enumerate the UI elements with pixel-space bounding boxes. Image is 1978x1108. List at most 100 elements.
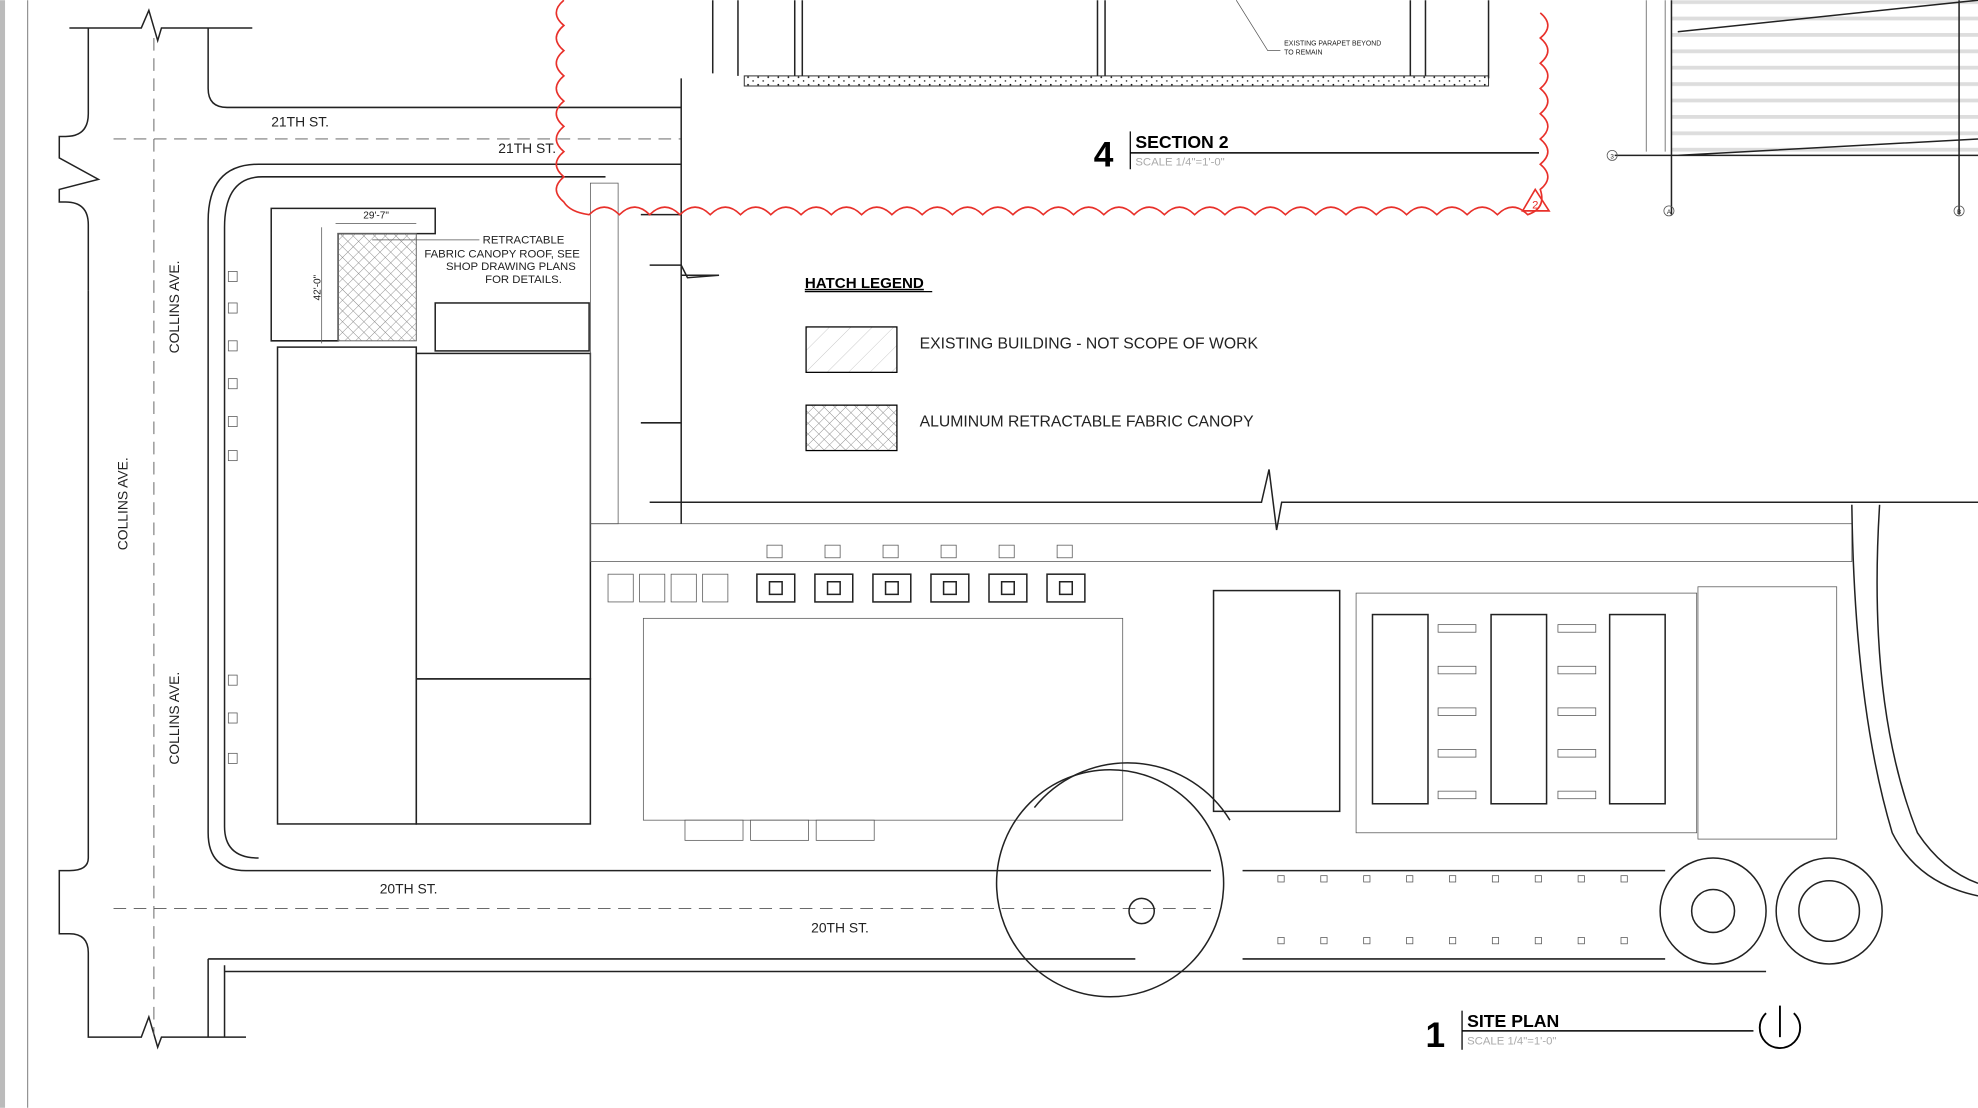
planter: [1490, 613, 1548, 805]
parapet-note: TO REMAIN: [1284, 49, 1322, 56]
bench: [1437, 665, 1477, 675]
bench: [684, 819, 744, 841]
bollard: [1577, 937, 1585, 945]
page-margin: [0, 0, 6, 1108]
booth: [607, 573, 634, 603]
elevation-drawing: 3 A B: [1606, 0, 1978, 217]
grid-bubble-3: 3: [1610, 154, 1614, 161]
site-plan-scale: SCALE 1/4"=1'-0": [1467, 1036, 1556, 1048]
bollard: [1577, 875, 1585, 883]
booth: [639, 573, 666, 603]
bench: [750, 819, 809, 841]
street-outlines: [58, 8, 1767, 1050]
bollard: [1406, 875, 1414, 883]
existing-buildings: [276, 182, 1978, 998]
grid-bubble-b: B: [1957, 209, 1961, 216]
bollard: [1363, 937, 1371, 945]
bollard: [1320, 875, 1328, 883]
canopy-height-dimension: 42'-0": [312, 274, 323, 300]
canopy-note: RETRACTABLE FABRIC CANOPY ROOF, SEE SHOP…: [424, 235, 580, 286]
booth-seat: [998, 544, 1015, 559]
planter: [1371, 613, 1429, 805]
seating-row: [607, 544, 1086, 841]
section-title: SECTION 2: [1135, 132, 1228, 152]
bollard: [1449, 875, 1457, 883]
bollard: [1363, 875, 1371, 883]
street-label-20th-a: 20TH ST.: [380, 880, 438, 896]
canopy-note-line: FABRIC CANOPY ROOF, SEE: [424, 249, 580, 261]
bollard: [1277, 875, 1285, 883]
booth-table: [768, 580, 783, 596]
booth-table: [884, 580, 899, 596]
bollard: [1534, 937, 1542, 945]
site-plan-title: SITE PLAN: [1467, 1011, 1559, 1031]
hatch-legend: HATCH LEGEND EXISTING BUILDING - NOT SCO…: [805, 275, 1259, 452]
planter-row: [1371, 613, 1666, 805]
legend-label: ALUMINUM RETRACTABLE FABRIC CANOPY: [920, 414, 1255, 431]
site-plan-number: 1: [1425, 1016, 1445, 1055]
booth-seat: [882, 544, 899, 559]
bench: [1437, 707, 1477, 716]
section-title-block: 4 SECTION 2 SCALE 1/4"=1'-0": [1094, 131, 1540, 175]
bollard-row: [227, 271, 1628, 945]
street-label-collins-a: COLLINS AVE.: [166, 260, 182, 353]
booth-seat: [824, 544, 841, 559]
legend-swatch-existing: [805, 326, 898, 373]
bollard: [1620, 937, 1628, 945]
booth: [756, 573, 796, 603]
booth: [872, 573, 912, 603]
booth: [1046, 573, 1086, 603]
revision-cloud: [555, 0, 1549, 216]
parapet-note: EXISTING PARAPET BEYOND: [1284, 41, 1381, 48]
bollard: [227, 340, 238, 352]
bollard: [1406, 937, 1414, 945]
street-label-20th-b: 20TH ST.: [811, 919, 869, 935]
bollard: [227, 378, 238, 390]
svg-text:2: 2: [1532, 199, 1538, 211]
bench: [1437, 749, 1477, 758]
booth-table: [1058, 580, 1074, 596]
booth: [670, 573, 697, 603]
bench: [1557, 707, 1597, 716]
booth-table: [942, 580, 957, 596]
canopy-note-line: RETRACTABLE: [483, 235, 565, 247]
bollard: [227, 416, 238, 427]
bench: [1437, 624, 1477, 633]
bollard: [227, 674, 238, 686]
canopy-note-line: SHOP DRAWING PLANS: [446, 261, 576, 273]
bollard: [1620, 875, 1628, 883]
legend-swatch-canopy: [805, 404, 898, 452]
street-label-21th-a: 21TH ST.: [271, 113, 329, 129]
bollard: [227, 752, 238, 764]
bench: [1437, 790, 1477, 800]
bench: [1557, 624, 1597, 633]
bollard: [227, 271, 238, 282]
bollard: [1320, 937, 1328, 945]
booth-table: [1000, 580, 1015, 596]
bollard: [1491, 937, 1500, 945]
bollard: [227, 712, 238, 724]
section-2-drawing: [711, 0, 1490, 87]
street-label-21th-b: 21TH ST.: [498, 140, 556, 156]
booth: [814, 573, 854, 603]
legend-label: EXISTING BUILDING - NOT SCOPE OF WORK: [920, 335, 1259, 352]
booth: [702, 573, 729, 603]
site-plan-title-block: 1 SITE PLAN SCALE 1/4"=1'-0": [1425, 1005, 1802, 1055]
street-label-collins-c: COLLINS AVE.: [166, 672, 182, 765]
bollard: [1534, 875, 1542, 883]
street-label-collins-b: COLLINS AVE.: [114, 457, 130, 550]
booth-seat: [1056, 544, 1073, 559]
grid-bubble-a: A: [1667, 209, 1672, 216]
bollard: [1277, 937, 1285, 945]
booth-table: [826, 580, 841, 596]
section-viewport: [681, 0, 1978, 503]
booth-seat: [940, 544, 957, 559]
canopy-note-line: FOR DETAILS.: [485, 274, 562, 286]
bollard: [1491, 875, 1500, 883]
revision-delta: 2: [1521, 187, 1551, 212]
bench: [1557, 749, 1597, 758]
bollard: [1449, 937, 1457, 945]
booth: [930, 573, 970, 603]
booth: [988, 573, 1028, 603]
